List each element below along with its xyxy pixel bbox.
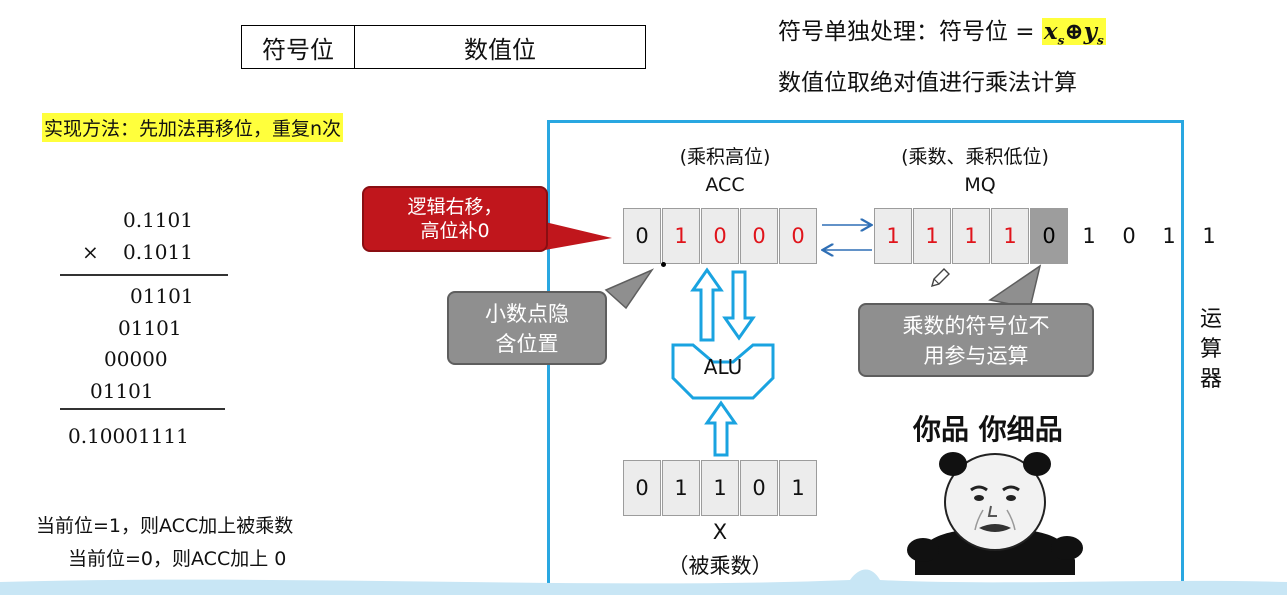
method-title: 实现方法：先加法再移位，重复n次: [42, 113, 344, 142]
partial-product: 01101: [90, 379, 154, 403]
sign-value-table: 符号位 数值位: [241, 25, 646, 69]
multiplier: 0.1011: [123, 240, 193, 264]
decimal-callout-pointer: [604, 268, 655, 310]
x-bit: 0: [623, 460, 661, 516]
callout-line: 用参与运算: [923, 344, 1029, 368]
multiplier-remaining-bit: 0: [1122, 224, 1136, 248]
meme-caption: 你品 你细品: [913, 413, 1063, 446]
side-label-char: 器: [1199, 367, 1222, 392]
mq-bit: 1: [913, 208, 951, 264]
x-bit: 1: [662, 460, 700, 516]
calc-rule-2: [60, 408, 225, 410]
alu-label: ALU: [703, 355, 743, 379]
multiplier-remaining-bit: 1: [1162, 224, 1176, 248]
callout-line: 逻辑右移，: [407, 196, 503, 218]
product-result: 0.10001111: [68, 424, 189, 448]
sign-bit-cell: 符号位: [242, 26, 355, 68]
callout-line: 小数点隐: [485, 302, 569, 326]
acc-bit: 0: [779, 208, 817, 264]
decimal-point-callout: 小数点隐 含位置: [447, 291, 607, 365]
partial-product: 00000: [104, 347, 168, 371]
rule-bit-zero: 当前位=0，则ACC加上 0: [68, 548, 287, 570]
decimal-point-dot: [661, 262, 666, 267]
side-label-char: 运: [1199, 307, 1222, 332]
calc-rule-1: [60, 274, 228, 276]
x-caption: （被乘数）: [667, 554, 773, 578]
times-sign: ×: [82, 240, 99, 264]
acc-to-alu-arrow: [722, 270, 756, 341]
acc-bit: 0: [623, 208, 661, 264]
rule-bit-one: 当前位=1，则ACC加上被乘数: [36, 515, 294, 537]
operator-side-label: 运 算 器: [1196, 305, 1226, 395]
x-bit: 1: [701, 460, 739, 516]
y-subscript: s: [1097, 33, 1104, 48]
sign-callout-pointer: [988, 264, 1042, 309]
x-subscript: s: [1057, 33, 1065, 48]
alu-shape: [671, 343, 775, 400]
mq-name: MQ: [964, 174, 996, 196]
sign-note-prefix: 符号单独处理：符号位 =: [778, 19, 1042, 45]
side-label-char: 算: [1199, 337, 1222, 362]
x-bit: 0: [740, 460, 778, 516]
callout-line: 含位置: [495, 332, 559, 356]
acc-bit: 1: [662, 208, 700, 264]
mq-bit: 1: [952, 208, 990, 264]
sign-note: 符号单独处理：符号位 = xs⊕ys: [778, 12, 1106, 48]
mq-caption: (乘数、乘积低位): [901, 146, 1049, 168]
x-bit: 1: [779, 460, 817, 516]
xor-formula: xs⊕ys: [1041, 18, 1106, 48]
mq-register: 1 1 1 1 0 1 0 1 1: [874, 208, 1229, 264]
partial-product: 01101: [118, 316, 182, 340]
x-register: 0 1 1 0 1: [623, 460, 818, 516]
value-note: 数值位取绝对值进行乘法计算: [778, 70, 1077, 96]
shift-callout-pointer: [545, 222, 612, 250]
mq-shifted-out-bit: 0: [1030, 208, 1068, 264]
acc-name: ACC: [705, 174, 745, 196]
multiplier-remaining-bit: 1: [1202, 224, 1216, 248]
bottom-wave-decoration: [0, 569, 1287, 595]
callout-line: 乘数的符号位不: [902, 314, 1050, 338]
callout-line: 高位补0: [420, 220, 490, 242]
acc-register: 0 1 0 0 0: [623, 208, 818, 264]
x-to-alu-arrow: [704, 400, 738, 457]
partial-product: 01101: [130, 284, 194, 308]
x-name: X: [712, 520, 728, 544]
value-bits-cell: 数值位: [464, 35, 536, 64]
sign-bit-callout: 乘数的符号位不 用参与运算: [858, 303, 1094, 377]
alu-to-acc-arrow: [690, 267, 724, 342]
mq-bit: 1: [991, 208, 1029, 264]
mq-bit: 1: [874, 208, 912, 264]
x-symbol: x: [1043, 18, 1058, 45]
xor-symbol: ⊕: [1064, 18, 1084, 45]
panda-meme-image: [907, 452, 1083, 575]
multiplier-remaining-bit: 1: [1082, 224, 1096, 248]
multiplicand: 0.1101: [123, 208, 193, 232]
y-symbol: y: [1083, 18, 1098, 45]
pencil-icon: [930, 268, 950, 288]
acc-bit: 0: [740, 208, 778, 264]
shift-callout: 逻辑右移， 高位补0: [362, 186, 548, 252]
acc-caption: (乘积高位): [679, 146, 771, 168]
acc-bit: 0: [701, 208, 739, 264]
